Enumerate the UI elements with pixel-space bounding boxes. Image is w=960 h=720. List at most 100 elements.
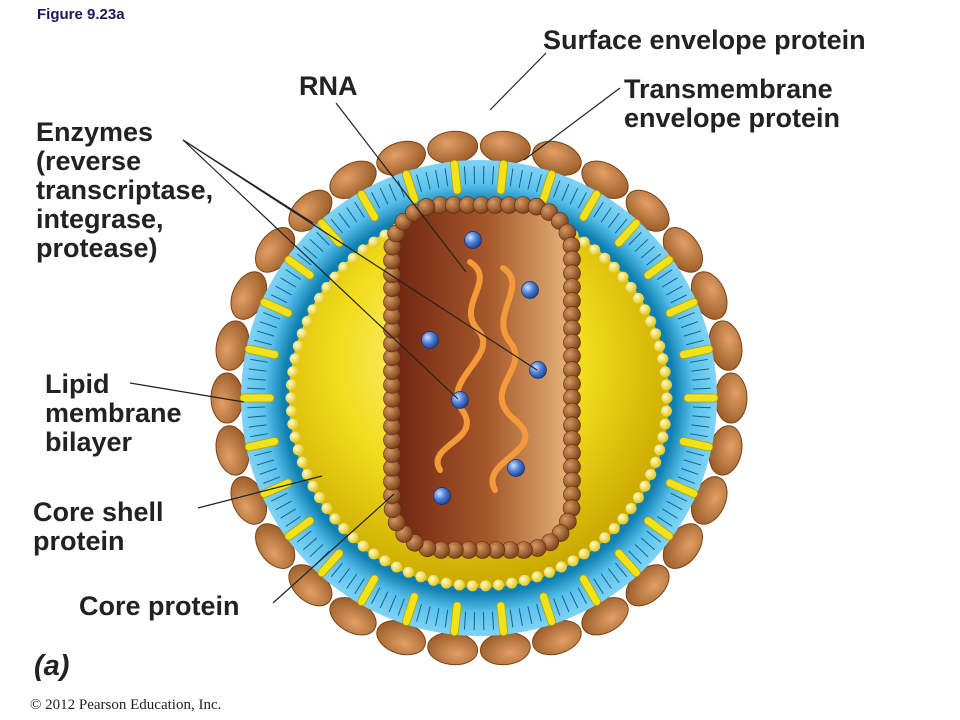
core-shell-protein-capsid bbox=[392, 205, 572, 550]
rna-strand-2 bbox=[489, 265, 529, 493]
lipid-tail bbox=[379, 187, 389, 205]
lipid-tail bbox=[248, 424, 267, 428]
matrix-bead bbox=[329, 513, 341, 525]
leader-surface-envelope bbox=[489, 52, 547, 111]
transmembrane-peg bbox=[683, 393, 719, 403]
lipid-tail bbox=[280, 277, 297, 288]
matrix-bead bbox=[428, 574, 440, 586]
matrix-bead bbox=[301, 468, 313, 480]
enzyme-particle bbox=[433, 487, 451, 505]
lipid-tail bbox=[561, 183, 570, 201]
transmembrane-peg bbox=[579, 574, 601, 606]
lipid-tail bbox=[683, 459, 702, 466]
matrix-bead bbox=[329, 271, 341, 283]
matrix-bead bbox=[518, 574, 530, 586]
lipid-tail bbox=[259, 321, 278, 329]
matrix-bead bbox=[531, 571, 543, 583]
matrix-bead bbox=[453, 579, 465, 591]
matrix-bead bbox=[639, 304, 651, 316]
lipid-tail bbox=[692, 378, 711, 381]
matrix-bead bbox=[338, 523, 350, 535]
transmembrane-peg bbox=[679, 344, 714, 359]
lipid-tail bbox=[397, 180, 405, 198]
lipid-tail bbox=[553, 598, 561, 616]
lipid-tail bbox=[689, 358, 708, 363]
matrix-bead bbox=[654, 340, 666, 352]
lipid-tail bbox=[691, 368, 710, 372]
lipid-tail bbox=[330, 562, 343, 578]
lipid-tail bbox=[435, 608, 440, 626]
lipid-tail bbox=[680, 321, 699, 329]
matrix-bead bbox=[480, 580, 492, 592]
lipid-tail bbox=[263, 312, 281, 320]
matrix-bead bbox=[314, 292, 326, 304]
lipid-tail bbox=[569, 187, 579, 205]
matrix-bead bbox=[285, 379, 297, 391]
matrix-bead bbox=[321, 281, 333, 293]
matrix-bead bbox=[543, 566, 555, 578]
lipid-tail bbox=[388, 595, 397, 613]
leader-rna bbox=[335, 102, 467, 273]
label-core-protein: Core protein bbox=[79, 591, 240, 621]
lipid-tail bbox=[247, 378, 266, 381]
matrix-bead bbox=[650, 456, 662, 468]
lipid-tail bbox=[285, 516, 302, 527]
enzyme-particles bbox=[421, 231, 547, 505]
lipid-tail bbox=[491, 611, 495, 630]
matrix-bead bbox=[296, 328, 308, 340]
leader-lines bbox=[129, 52, 621, 604]
lipid-tail bbox=[416, 174, 422, 193]
matrix-bead bbox=[292, 444, 304, 456]
label-enzymes: Enzymes (reverse transcriptase, integras… bbox=[36, 117, 214, 263]
matrix-bead bbox=[657, 431, 669, 443]
lipid-tail bbox=[425, 606, 431, 624]
matrix-bead bbox=[285, 392, 297, 404]
matrix-bead bbox=[608, 261, 620, 273]
lipid-tail bbox=[491, 166, 495, 185]
lipid-tail bbox=[248, 368, 267, 372]
transmembrane-peg bbox=[284, 516, 315, 541]
lipid-tail bbox=[346, 207, 358, 223]
lipid-tail bbox=[444, 168, 449, 187]
lipid-tail bbox=[338, 568, 351, 584]
matrix-bead bbox=[567, 555, 579, 567]
lipid-tail bbox=[661, 277, 678, 288]
transmembrane-peg bbox=[496, 601, 508, 637]
lipid-tail bbox=[656, 269, 673, 280]
lipid-tail bbox=[518, 608, 523, 626]
matrix-bead bbox=[391, 561, 403, 573]
lipid-tail bbox=[527, 606, 533, 624]
lipid-tail bbox=[509, 609, 514, 628]
matrix-bead bbox=[617, 513, 629, 525]
lipid-tail bbox=[256, 330, 275, 337]
leader-core-shell bbox=[197, 475, 323, 509]
matrix-bead bbox=[301, 316, 313, 328]
matrix-bead bbox=[659, 366, 671, 378]
label-rna: RNA bbox=[299, 71, 358, 101]
lipid-tail bbox=[435, 170, 440, 188]
transmembrane-peg bbox=[665, 298, 699, 318]
label-transmembrane-envelope-protein: Transmembrane envelope protein bbox=[624, 74, 841, 133]
transmembrane-peg bbox=[679, 437, 714, 452]
matrix-bead bbox=[415, 571, 427, 583]
matrix-bead bbox=[578, 548, 590, 560]
lipid-tail bbox=[285, 269, 302, 280]
matrix-bead bbox=[589, 540, 601, 552]
matrix-bead bbox=[287, 366, 299, 378]
lipid-tail bbox=[666, 500, 683, 511]
transmembrane-peg bbox=[496, 159, 508, 195]
lipid-tail bbox=[593, 201, 604, 218]
lipid-tail bbox=[303, 537, 318, 550]
lipid-tail bbox=[371, 192, 381, 209]
lipid-tail bbox=[600, 573, 612, 589]
matrix-bead bbox=[625, 503, 637, 515]
matrix-bead bbox=[661, 379, 673, 391]
lipid-tail bbox=[247, 406, 266, 409]
matrix-bead bbox=[625, 281, 637, 293]
lipid-tail bbox=[577, 192, 587, 209]
lipid-tail bbox=[303, 246, 318, 259]
lipid-tail bbox=[677, 476, 695, 484]
matrix-bead bbox=[338, 261, 350, 273]
lipid-tail bbox=[527, 172, 533, 190]
